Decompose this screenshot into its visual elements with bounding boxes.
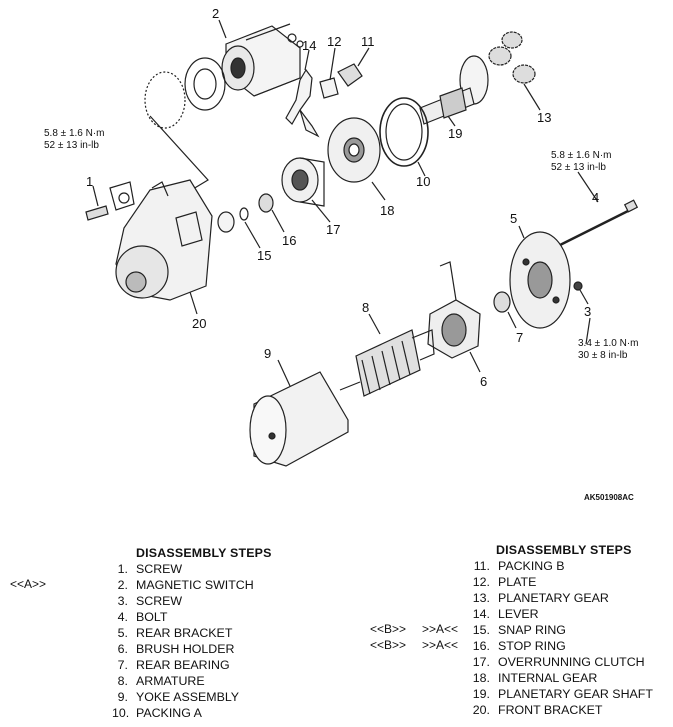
step-1: 1.SCREW — [117, 562, 183, 576]
overrunning-clutch-drawing — [281, 157, 325, 207]
step-2: 2.MAGNETIC SWITCH — [117, 578, 254, 592]
step-12: 12.PLATE — [472, 575, 537, 589]
marker-step-15-b: <<B>> — [370, 622, 407, 636]
step-19: 19.PLANETARY GEAR SHAFT — [472, 687, 653, 701]
callout-20: 20 — [192, 316, 206, 331]
torque-1-imperial: 52 ± 13 in-lb — [44, 140, 99, 151]
callout-17: 17 — [326, 222, 340, 237]
internal-gear-drawing — [327, 117, 381, 183]
planetary-gear-shaft-drawing — [419, 55, 489, 125]
callout-4: 4 — [592, 190, 599, 205]
callout-1: 1 — [86, 174, 93, 189]
step-18: 18.INTERNAL GEAR — [472, 671, 598, 685]
planetary-gears-drawing — [488, 31, 536, 84]
torque-3-imperial: 30 ± 8 in-lb — [578, 350, 628, 361]
rear-bracket-drawing — [509, 231, 571, 329]
steps-heading-left: DISASSEMBLY STEPS — [136, 546, 272, 560]
torque-4-metric: 5.8 ± 1.6 N·m — [551, 150, 612, 161]
figure-code: AK501908AC — [584, 493, 634, 502]
callout-8: 8 — [362, 300, 369, 315]
callout-11: 11 — [361, 34, 375, 49]
yoke-assembly-drawing — [249, 371, 349, 467]
step-4: 4.BOLT — [117, 610, 168, 624]
callout-15: 15 — [257, 248, 271, 263]
callout-16: 16 — [282, 233, 296, 248]
callout-7: 7 — [516, 330, 523, 345]
lever-drawing — [285, 68, 320, 138]
callout-14: 14 — [302, 38, 316, 53]
brush-holder-drawing — [427, 261, 481, 359]
step-16: 16.STOP RING — [472, 639, 566, 653]
step-15: 15.SNAP RING — [472, 623, 566, 637]
front-bracket-drawing — [115, 179, 213, 301]
bolt-drawing — [553, 199, 639, 250]
step-3: 3.SCREW — [117, 594, 183, 608]
disassembly-steps-right: DISASSEMBLY STEPS 11.PACKING B 12.PLATE … — [472, 542, 653, 718]
step-9: 9.YOKE ASSEMBLY — [117, 690, 240, 704]
exploded-starter-diagram: 1 2 3 4 5 6 7 8 9 10 11 12 13 14 15 16 1… — [44, 6, 639, 502]
step-8: 8.ARMATURE — [117, 674, 205, 688]
packing-a-drawing — [144, 57, 226, 129]
marker-step-16-b: <<B>> — [370, 638, 407, 652]
callout-13: 13 — [537, 110, 551, 125]
step-14: 14.LEVER — [472, 607, 539, 621]
callout-2: 2 — [212, 6, 219, 21]
callout-10: 10 — [416, 174, 430, 189]
torque-specs: 5.8 ± 1.6 N·m 52 ± 13 in-lb 5.8 ± 1.6 N·… — [44, 128, 639, 361]
callout-12: 12 — [327, 34, 341, 49]
torque-4-imperial: 52 ± 13 in-lb — [551, 162, 606, 173]
callout-labels: 1 2 3 4 5 6 7 8 9 10 11 12 13 14 15 16 1… — [86, 6, 599, 389]
steps-heading-right: DISASSEMBLY STEPS — [496, 543, 632, 557]
step-20: 20.FRONT BRACKET — [472, 703, 603, 717]
step-11: 11.PACKING B — [473, 559, 565, 573]
callout-19: 19 — [448, 126, 462, 141]
magnetic-switch-drawing — [221, 23, 304, 97]
marker-step-2: <<A>> — [10, 577, 47, 591]
step-13: 13.PLANETARY GEAR — [472, 591, 609, 605]
callout-9: 9 — [264, 346, 271, 361]
disassembly-steps-left: DISASSEMBLY STEPS 1.SCREW 2.MAGNETIC SWI… — [112, 545, 272, 721]
callout-5: 5 — [510, 211, 517, 226]
step-7: 7.REAR BEARING — [117, 658, 230, 672]
torque-1-metric: 5.8 ± 1.6 N·m — [44, 128, 105, 139]
callout-6: 6 — [480, 374, 487, 389]
marker-step-15-a: >>A<< — [422, 622, 459, 636]
step-17: 17.OVERRUNNING CLUTCH — [472, 655, 645, 669]
step-5: 5.REAR BRACKET — [117, 626, 233, 640]
step-6: 6.BRUSH HOLDER — [117, 642, 235, 656]
armature-drawing — [339, 329, 435, 397]
step-10: 10.PACKING A — [112, 706, 202, 720]
torque-3-metric: 3.4 ± 1.0 N·m — [578, 338, 639, 349]
screw-1-drawing — [85, 181, 135, 221]
callout-18: 18 — [380, 203, 394, 218]
callout-3: 3 — [584, 304, 591, 319]
marker-step-16-a: >>A<< — [422, 638, 459, 652]
